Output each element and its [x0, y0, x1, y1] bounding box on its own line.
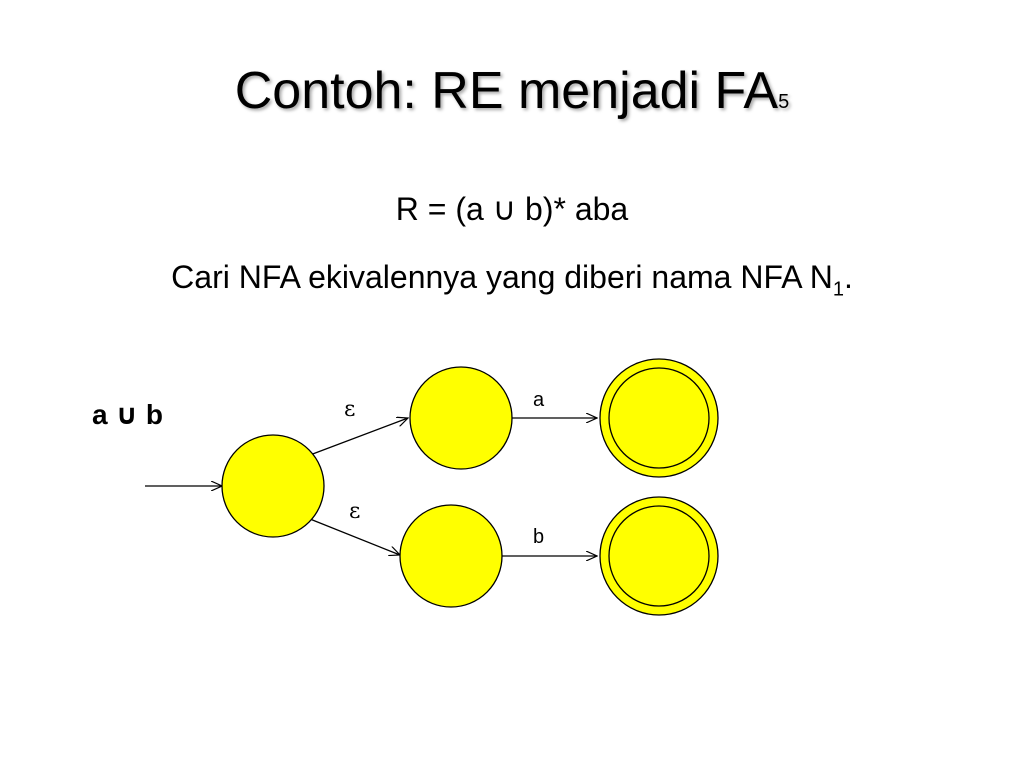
slide-title: Contoh: RE menjadi FA5	[0, 60, 1024, 122]
state-b-out	[599, 496, 719, 616]
edge-label-a: a	[533, 389, 545, 411]
transition-start-to-b-in	[309, 518, 400, 555]
edge-label-epsilon-bottom: ε	[349, 499, 360, 524]
state-start	[221, 434, 325, 538]
description-line: Cari NFA ekivalennya yang diberi nama NF…	[0, 258, 1024, 301]
slide-title-subscript: 5	[778, 91, 790, 113]
regex-line: R = (a ∪ b)* aba	[395, 191, 629, 227]
edge-label-b: b	[533, 526, 544, 548]
description-suffix: .	[843, 259, 853, 295]
state-a-out	[599, 358, 719, 478]
state-b-in	[399, 504, 503, 608]
description-text: Cari NFA ekivalennya yang diberi nama NF…	[171, 259, 833, 295]
description-subscript: 1	[832, 278, 844, 301]
regex-label: a ∪ b	[92, 399, 163, 430]
slide-title-text: Contoh: RE menjadi FA	[234, 62, 779, 120]
edge-label-epsilon-top: ε	[344, 397, 355, 422]
state-a-in	[409, 366, 513, 470]
transition-start-to-a-in	[309, 418, 408, 456]
